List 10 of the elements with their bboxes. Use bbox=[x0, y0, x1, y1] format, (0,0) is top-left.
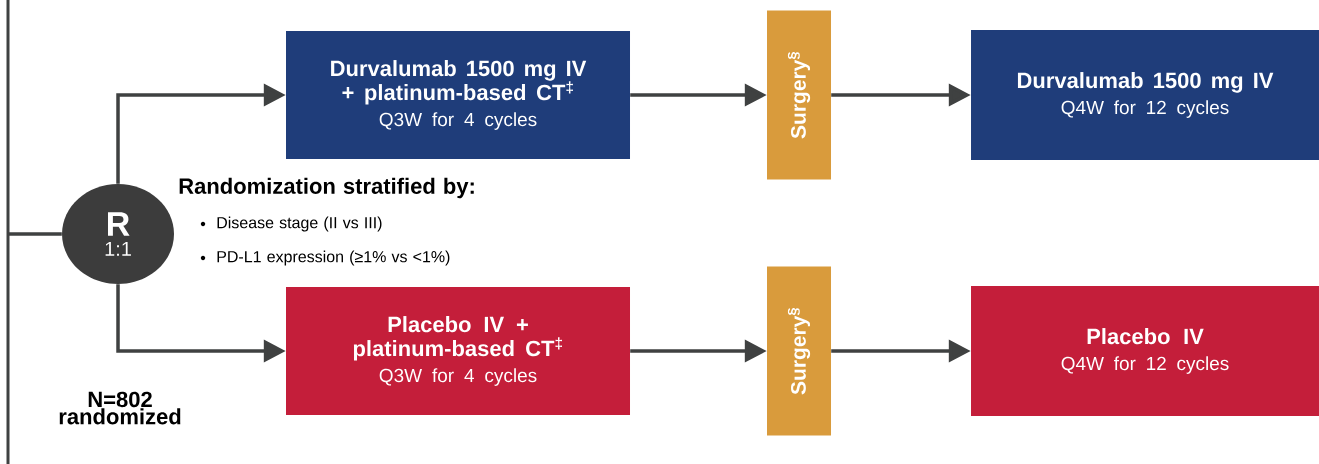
surgery-box: Surgery$^{§}$ bbox=[767, 10, 831, 180]
surgery-box: Surgery$^{§}$ bbox=[767, 266, 831, 436]
treatment-box: Placebo IV + platinum-based CT$^{‡}$ Q3W for 4 cycles bbox=[286, 287, 630, 415]
treatment-box: Durvalumab 1500 mg IV + platinum-based CT$^{‡}$ Q3W for 4 cycles bbox=[286, 31, 630, 159]
bullet-text: Disease stage (II vs III) bbox=[217, 216, 382, 232]
stratification-heading: Randomization stratified by: bbox=[179, 177, 474, 199]
treatment-box: Durvalumab 1500 mg IV Q4W for 12 cycles bbox=[971, 30, 1319, 160]
treatment-box: Placebo IV Q4W for 12 cycles bbox=[971, 286, 1319, 416]
bullet-text: PD-L1 expression (≥1% vs <1%) bbox=[217, 250, 450, 266]
sample-size-text: N=802 randomized bbox=[59, 391, 181, 425]
